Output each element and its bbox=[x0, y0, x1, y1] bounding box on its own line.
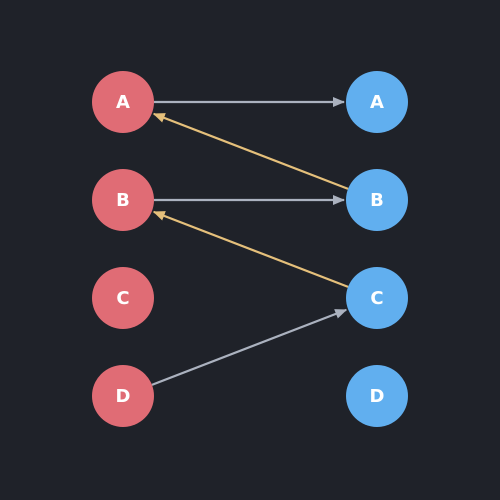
edge-right-c-to-left-b bbox=[152, 210, 349, 288]
left-node-c: C bbox=[92, 267, 154, 329]
right-node-b: B bbox=[346, 169, 408, 231]
right-node-label: B bbox=[370, 190, 384, 211]
right-node-circle bbox=[346, 365, 408, 427]
left-node-label: D bbox=[116, 386, 131, 407]
left-node-a: A bbox=[92, 71, 154, 133]
edge-left-d-to-right-c bbox=[151, 308, 348, 386]
right-node-label: C bbox=[370, 288, 383, 309]
left-node-d: D bbox=[92, 365, 154, 427]
right-node-a: A bbox=[346, 71, 408, 133]
left-node-b: B bbox=[92, 169, 154, 231]
right-node-circle bbox=[346, 169, 408, 231]
edges-layer bbox=[151, 97, 349, 386]
left-node-circle bbox=[92, 365, 154, 427]
left-node-circle bbox=[92, 71, 154, 133]
right-node-d: D bbox=[346, 365, 408, 427]
left-node-label: A bbox=[116, 92, 130, 113]
right-node-label: A bbox=[370, 92, 384, 113]
left-node-circle bbox=[92, 169, 154, 231]
left-node-circle bbox=[92, 267, 154, 329]
left-node-label: C bbox=[116, 288, 129, 309]
right-node-c: C bbox=[346, 267, 408, 329]
right-node-circle bbox=[346, 71, 408, 133]
edge-right-b-to-left-a bbox=[152, 112, 349, 190]
left-node-label: B bbox=[116, 190, 130, 211]
right-node-circle bbox=[346, 267, 408, 329]
nodes-layer: A B C D A B C D bbox=[92, 71, 408, 427]
right-node-label: D bbox=[370, 386, 385, 407]
